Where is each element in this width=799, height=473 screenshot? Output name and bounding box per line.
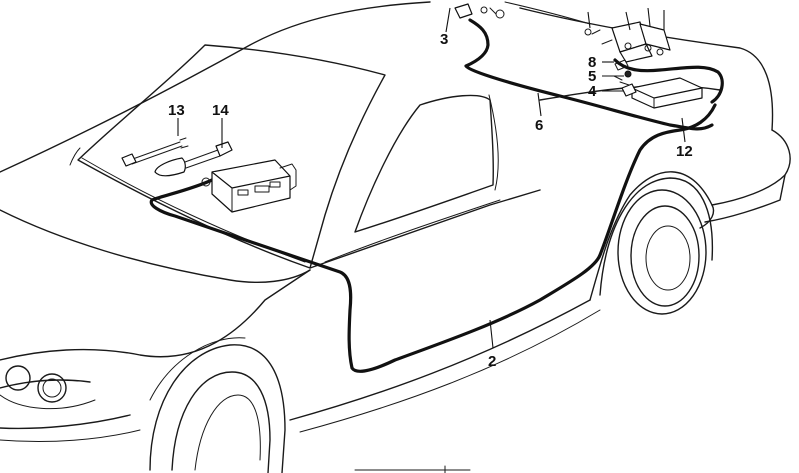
- rear-antenna-modules: [584, 21, 671, 63]
- callout-3: 3: [440, 31, 448, 48]
- antenna-cable-2: [149, 103, 717, 373]
- radio-unit: [201, 159, 297, 213]
- callout-4: 4: [588, 83, 597, 100]
- part-14-extension-cable: [154, 141, 233, 177]
- callout-2: 2: [488, 353, 496, 370]
- part-13-adapter-cable: [121, 137, 189, 167]
- callout-8: 8: [588, 54, 596, 71]
- callout-13: 13: [168, 102, 185, 119]
- callout-12: 12: [676, 143, 693, 160]
- part-12-antenna-amplifier: [613, 75, 703, 109]
- callout-5: 5: [588, 68, 596, 85]
- hardware-items: [614, 59, 637, 97]
- front-wheel: [149, 337, 286, 473]
- callout-6: 6: [535, 117, 543, 134]
- leader-lines: [177, 7, 686, 349]
- part-3-connector-set: [454, 1, 591, 25]
- callout-14: 14: [212, 102, 229, 119]
- callout-numbers: 2 3 4 5 6 8 12 13 14: [168, 31, 693, 370]
- rear-wheel: [599, 177, 714, 315]
- antenna-cable-6: [464, 18, 714, 131]
- antenna-cables: [149, 18, 724, 373]
